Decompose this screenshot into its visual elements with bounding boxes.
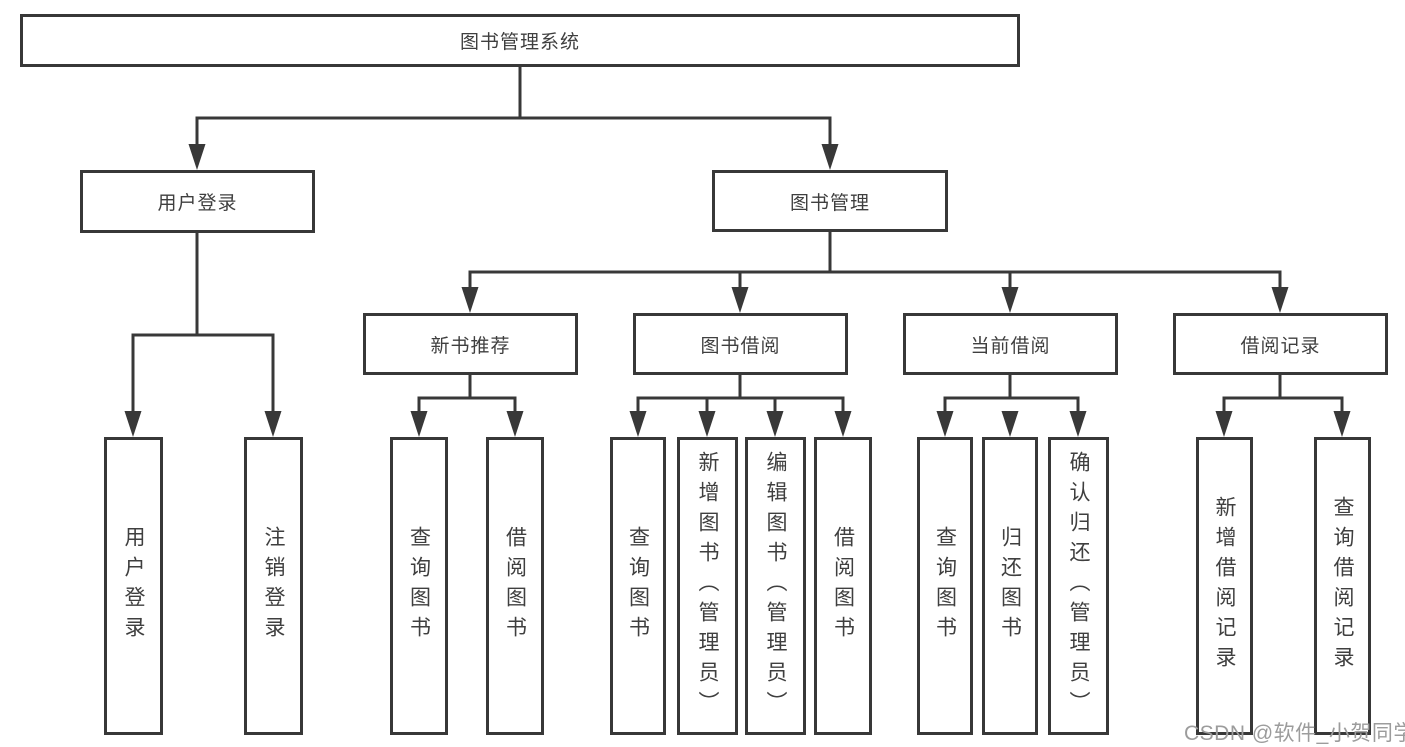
leaf-query-books-3: 查询图书 bbox=[917, 437, 973, 735]
leaf-logout: 注销登录 bbox=[244, 437, 303, 735]
leaf-query-borrow-record: 查询借阅记录 bbox=[1314, 437, 1371, 735]
node-root: 图书管理系统 bbox=[20, 14, 1020, 67]
leaf-add-books-admin: 新增图书（管理员） bbox=[677, 437, 738, 735]
leaf-borrow-books-1: 借阅图书 bbox=[486, 437, 544, 735]
leaf-query-books-1: 查询图书 bbox=[390, 437, 448, 735]
node-new-book-recommend-label: 新书推荐 bbox=[430, 335, 511, 357]
node-book-borrowing-label: 图书借阅 bbox=[700, 335, 781, 357]
leaf-query-books-3-label: 查询图书 bbox=[933, 526, 957, 646]
leaf-query-books-2-label: 查询图书 bbox=[626, 526, 650, 646]
connector-root-to-level1 bbox=[195, 66, 832, 146]
node-borrowing-records-label: 借阅记录 bbox=[1240, 335, 1321, 357]
node-new-book-recommend: 新书推荐 bbox=[363, 313, 578, 375]
leaf-confirm-return-admin: 确认归还（管理员） bbox=[1048, 437, 1109, 735]
leaf-query-borrow-record-label: 查询借阅记录 bbox=[1331, 496, 1354, 676]
leaf-user-login-label: 用户登录 bbox=[122, 526, 145, 646]
node-current-borrowing: 当前借阅 bbox=[903, 313, 1118, 375]
connector-userlogin-to-leaves bbox=[131, 233, 275, 413]
leaf-confirm-return-admin-label: 确认归还（管理员） bbox=[1067, 451, 1090, 721]
leaf-borrow-books-2-label: 借阅图书 bbox=[831, 526, 855, 646]
leaf-add-books-admin-label: 新增图书（管理员） bbox=[696, 451, 719, 721]
leaf-add-borrow-record: 新增借阅记录 bbox=[1196, 437, 1253, 735]
leaf-user-login: 用户登录 bbox=[104, 437, 163, 735]
node-book-management: 图书管理 bbox=[712, 170, 948, 232]
leaf-query-books-1-label: 查询图书 bbox=[407, 526, 431, 646]
leaf-return-books-label: 归还图书 bbox=[998, 526, 1022, 646]
leaf-edit-books-admin-label: 编辑图书（管理员） bbox=[764, 451, 787, 721]
leaf-borrow-books-2: 借阅图书 bbox=[814, 437, 872, 735]
node-book-management-label: 图书管理 bbox=[789, 192, 870, 214]
connector-record-to-leaves bbox=[1222, 375, 1344, 413]
node-user-login-label: 用户登录 bbox=[157, 193, 238, 214]
leaf-borrow-books-1-label: 借阅图书 bbox=[503, 526, 527, 646]
node-current-borrowing-label: 当前借阅 bbox=[970, 335, 1051, 357]
connector-current-to-leaves bbox=[943, 375, 1080, 413]
node-borrowing-records: 借阅记录 bbox=[1173, 313, 1388, 375]
leaf-return-books: 归还图书 bbox=[982, 437, 1038, 735]
arrowheads bbox=[124, 144, 1351, 437]
node-book-borrowing: 图书借阅 bbox=[633, 313, 848, 375]
csdn-watermark: CSDN @软件_小贺同学 bbox=[1184, 722, 1405, 745]
connector-newbook-to-leaves bbox=[417, 375, 517, 413]
node-root-label: 图书管理系统 bbox=[459, 32, 580, 53]
connector-bookmgmt-to-level2 bbox=[468, 232, 1282, 289]
leaf-edit-books-admin: 编辑图书（管理员） bbox=[745, 437, 806, 735]
connector-borrow-to-leaves bbox=[636, 375, 845, 413]
leaf-logout-label: 注销登录 bbox=[262, 526, 285, 646]
leaf-query-books-2: 查询图书 bbox=[610, 437, 666, 735]
leaf-add-borrow-record-label: 新增借阅记录 bbox=[1213, 496, 1236, 676]
node-user-login: 用户登录 bbox=[80, 170, 315, 233]
